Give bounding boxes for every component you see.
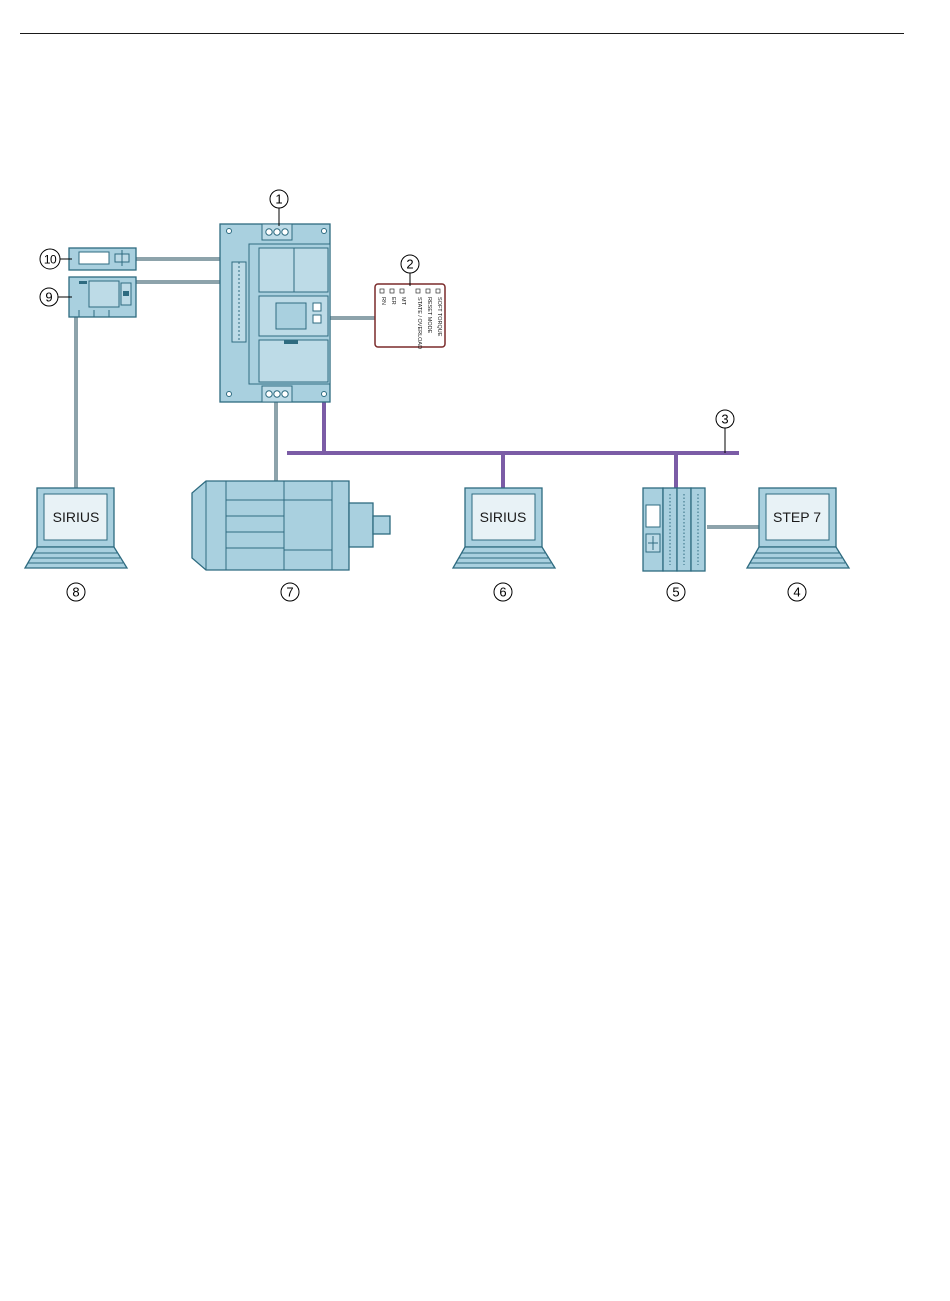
- laptop-6: SIRIUS: [453, 488, 555, 568]
- led-label-mt: MT: [400, 297, 406, 306]
- callout-5-label: 5: [672, 585, 679, 600]
- callout-8-label: 8: [72, 585, 79, 600]
- callout-10-label: 10: [44, 253, 57, 267]
- motor-icon: [192, 481, 390, 570]
- led-label-rn: RN: [380, 297, 386, 305]
- callout-3: 3: [716, 410, 734, 428]
- led-panel: RN ER MT STATE / OVERLOAD RESET MODE SOF…: [375, 284, 445, 349]
- laptop-icon: [25, 488, 127, 568]
- led-label-soft-torque: SOFT TORQUE: [436, 297, 442, 337]
- callout-4-label: 4: [793, 585, 800, 600]
- laptop-icon: [453, 488, 555, 568]
- callout-1-label: 1: [275, 192, 282, 207]
- led-label-state-overload: STATE / OVERLOAD: [416, 297, 422, 349]
- laptop-6-screen-label: SIRIUS: [480, 509, 527, 525]
- display-module-icon: [69, 248, 136, 270]
- callout-2-label: 2: [406, 257, 413, 272]
- profinet-bus: [287, 394, 739, 489]
- callout-8: 8: [67, 583, 85, 601]
- callout-6: 6: [494, 583, 512, 601]
- plc-icon: [643, 488, 705, 571]
- callout-5: 5: [667, 583, 685, 601]
- callout-10: 10: [40, 249, 60, 269]
- callout-9: 9: [40, 288, 58, 306]
- callout-2: 2: [401, 255, 419, 273]
- callout-1: 1: [270, 190, 288, 208]
- callout-4: 4: [788, 583, 806, 601]
- laptop-8: SIRIUS: [25, 488, 127, 568]
- callout-7: 7: [281, 583, 299, 601]
- laptop-8-screen-label: SIRIUS: [53, 509, 100, 525]
- callout-3-label: 3: [721, 412, 728, 427]
- laptop-4: STEP 7: [747, 488, 849, 568]
- laptop-icon: [747, 488, 849, 568]
- callout-9-label: 9: [45, 290, 52, 305]
- callout-6-label: 6: [499, 585, 506, 600]
- led-label-reset-mode: RESET MODE: [426, 297, 432, 334]
- callout-7-label: 7: [286, 585, 293, 600]
- soft-starter-icon: [220, 224, 330, 402]
- led-label-er: ER: [390, 297, 396, 305]
- laptop-4-screen-label: STEP 7: [773, 509, 821, 525]
- operator-panel-icon: [69, 277, 136, 317]
